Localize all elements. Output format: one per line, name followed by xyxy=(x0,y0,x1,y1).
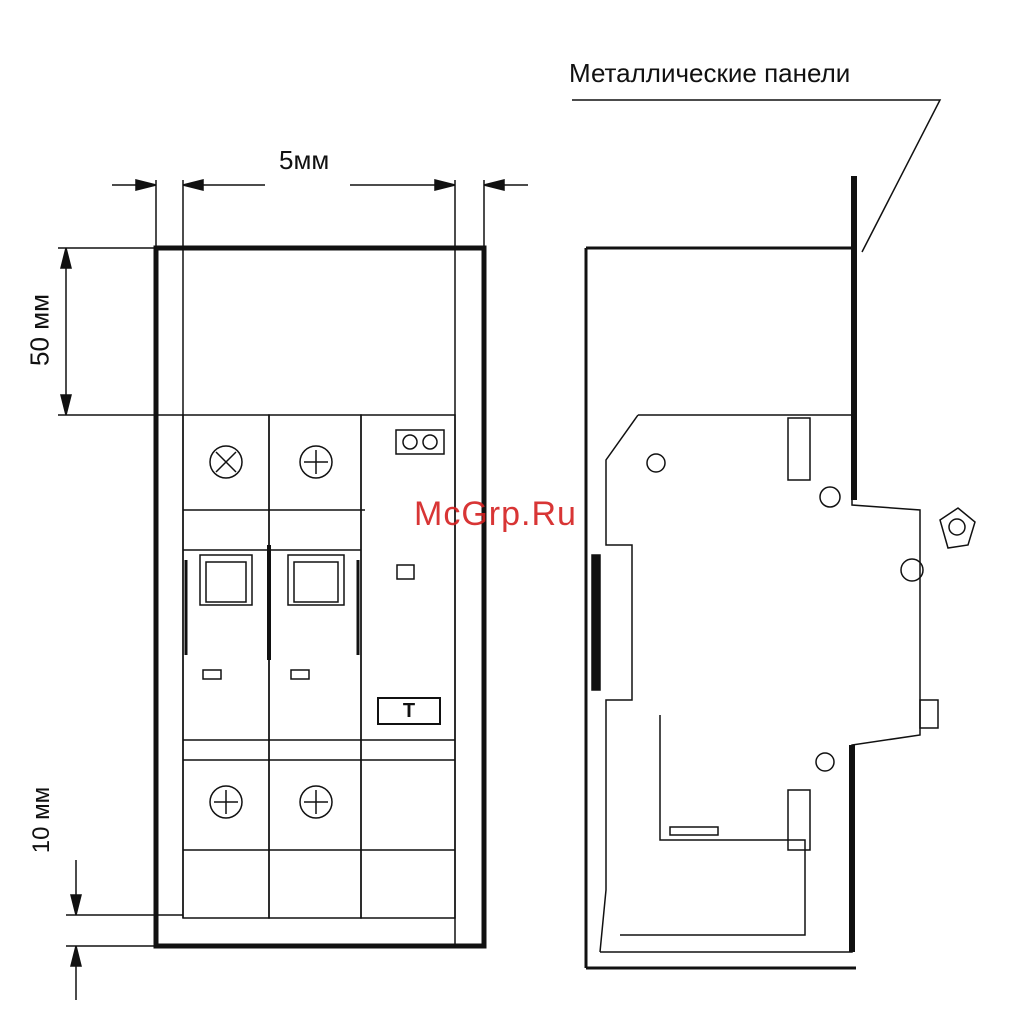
test-button: T xyxy=(377,697,441,725)
bottom-gap-label: 10 мм xyxy=(28,787,56,853)
breaker-module-2 xyxy=(269,415,361,918)
top-gap-label: 50 мм xyxy=(25,294,56,366)
watermark: McGrp.Ru xyxy=(414,495,577,534)
rcd-module xyxy=(361,415,455,918)
bottom-gap-dimension xyxy=(66,860,183,1000)
width-gap-label: 5мм xyxy=(279,145,329,176)
metal-panels-label: Металлические панели xyxy=(569,58,850,89)
side-view xyxy=(572,100,975,968)
breaker-module-1 xyxy=(183,415,269,918)
front-enclosure xyxy=(156,248,484,946)
front-view xyxy=(58,180,528,1000)
top-gap-dimension xyxy=(58,248,183,415)
width-dimension xyxy=(112,180,528,190)
